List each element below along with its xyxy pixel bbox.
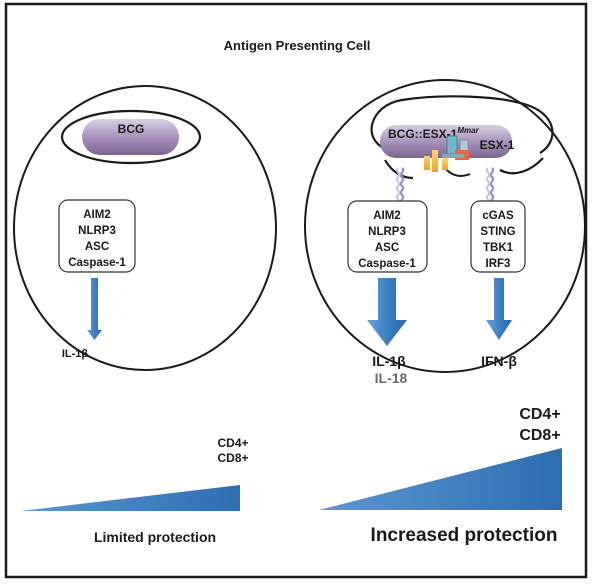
right-ifnb-label: IFN-β [481, 353, 517, 369]
right-sting-irf3: IRF3 [486, 258, 511, 270]
right-il18-label: IL-18 [375, 370, 408, 386]
esx1-secretion-system [442, 135, 469, 160]
right-cd4-label: CD4+ [519, 406, 560, 423]
right-ifnb-arrow [486, 278, 512, 340]
right-inflammasome-caspase1: Caspase-1 [358, 258, 416, 270]
right-cd8-label: CD8+ [519, 427, 560, 444]
right-sting-sting: STING [480, 226, 515, 238]
secreted-effector-2 [432, 150, 438, 172]
left-cd4-label: CD4+ [217, 436, 248, 450]
right-phagosome-membrane [370, 95, 554, 154]
right-dna-strand [489, 167, 495, 205]
left-tcell-ramp [21, 485, 240, 511]
left-il1b-label: IL-1β [62, 348, 89, 360]
right-sting-cgas: cGAS [482, 210, 514, 222]
left-cd8-label: CD8+ [217, 451, 248, 465]
diagram-title: Antigen Presenting Cell [224, 38, 371, 53]
right-inflammasome-asc: ASC [375, 242, 399, 254]
right-protection-label: Increased protection [371, 525, 558, 546]
left-inflammasome-nlrp3: NLRP3 [78, 225, 116, 237]
left-cell-membrane [13, 85, 277, 371]
right-sting-tbk1: TBK1 [483, 242, 514, 254]
right-cell-membrane [304, 79, 586, 373]
left-inflammasome-aim2: AIM2 [83, 209, 110, 221]
left-inflammasome-caspase1: Caspase-1 [68, 257, 126, 269]
right-il1b-label: IL-1β [372, 353, 406, 369]
left-il1b-arrow [87, 278, 102, 340]
right-inflammasome-aim2: AIM2 [373, 210, 400, 222]
right-bcg-label: BCG::ESX-1Mmar [388, 126, 480, 141]
secreted-effector-1 [424, 156, 430, 170]
left-bcg-label: BCG [118, 122, 145, 136]
right-dna-strand-2 [485, 167, 491, 205]
left-inflammasome-asc: ASC [85, 241, 109, 253]
right-phagosome-fragment-right [499, 157, 544, 175]
right-bcg-bacterium [380, 125, 512, 158]
left-inflammasome-box [58, 199, 136, 273]
left-protection-label: Limited protection [94, 529, 216, 545]
right-il1b-arrow [367, 278, 407, 346]
right-inflammasome-nlrp3: NLRP3 [368, 226, 406, 238]
right-inflammasome-box [347, 200, 428, 273]
secreted-effector-3 [442, 158, 448, 170]
left-dna-strand-2 [395, 167, 401, 205]
right-sting-box [470, 200, 526, 273]
right-tcell-ramp [319, 448, 562, 510]
left-bcg-bacterium [82, 119, 179, 155]
left-dna-strand [399, 167, 405, 205]
right-esx1-label: ESX-1 [480, 138, 515, 152]
